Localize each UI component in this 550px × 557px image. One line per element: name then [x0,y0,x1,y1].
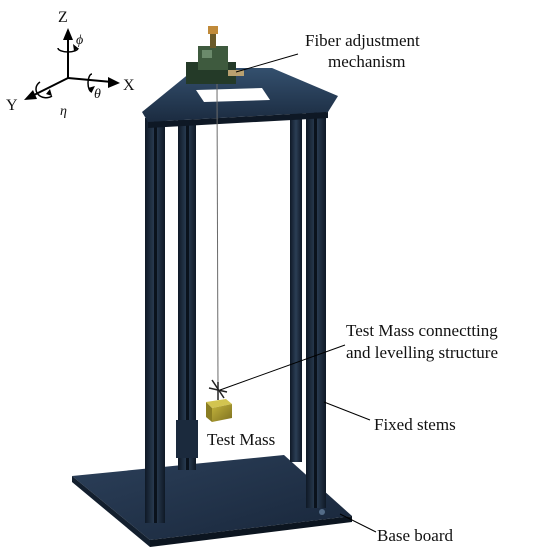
base-board-leader [339,513,377,533]
levelling-structure-label-line1: Test Mass connectting [346,321,498,340]
mechanism-window [202,50,212,58]
theta-rotation-arrow [88,86,95,92]
cube-top [206,399,232,408]
eta-label: η [60,104,67,119]
cube-front [212,404,232,422]
levelling-structure [208,379,228,400]
leader-lines [219,53,377,533]
base-board-side-edge [72,476,150,547]
suspension-fiber [216,83,219,389]
fixed-stems-leader [323,401,371,421]
fiber-mechanism-label-line2: mechanism [328,52,405,71]
eta-rotation-arrow [46,89,52,96]
stem-groove [314,108,317,508]
top-plate-edge [148,112,328,128]
top-plate-opening [196,88,270,102]
eta-rotation-arc [35,81,53,99]
back-right-stem [290,112,302,462]
cube-side [206,402,212,422]
fiber-mechanism-label-line1: Fiber adjustment [305,31,420,50]
base-board [72,455,352,547]
side-adjuster [228,70,244,76]
base-board-label: Base board [377,526,454,545]
coordinate-axes: Z X Y ϕ θ η [6,9,135,119]
x-axis-line [67,77,113,83]
theta-label: θ [94,87,101,102]
phi-rotation-arc [57,47,79,53]
stem-groove [154,118,157,523]
test-mass-label: Test Mass [207,430,275,449]
levelling-structure-label-line2: and levelling structure [346,343,498,362]
board-screw [319,509,325,515]
fiber-and-test-mass [206,83,232,422]
stem-bracket [176,420,198,458]
fixed-stems-label: Fixed stems [374,415,456,434]
stem-groove [186,120,189,470]
fiber-adjustment-mechanism [186,26,244,84]
y-axis-line [31,77,69,97]
adjustment-knob [208,26,218,34]
test-mass-cube [206,399,232,422]
fiber-mechanism-leader [235,53,299,73]
annotation-labels: Fiber adjustment mechanism Test Mass con… [207,31,498,545]
z-axis-arrowhead [63,28,73,40]
theta-rotation-arc [87,73,93,93]
levelling-structure-leader [219,344,346,391]
adjustment-screw [210,32,216,48]
y-axis-label: Y [6,97,18,114]
z-axis-label: Z [58,9,68,26]
base-board-top [72,455,352,540]
y-axis-arrowhead [24,90,37,100]
x-axis-arrowhead [108,77,120,88]
base-board-front-edge [150,516,352,547]
phi-label: ϕ [76,33,83,48]
fixed-stems [145,108,326,523]
top-plate [142,68,338,128]
phi-rotation-arrow [73,44,78,51]
back-stems [176,112,302,470]
x-axis-label: X [123,77,135,94]
